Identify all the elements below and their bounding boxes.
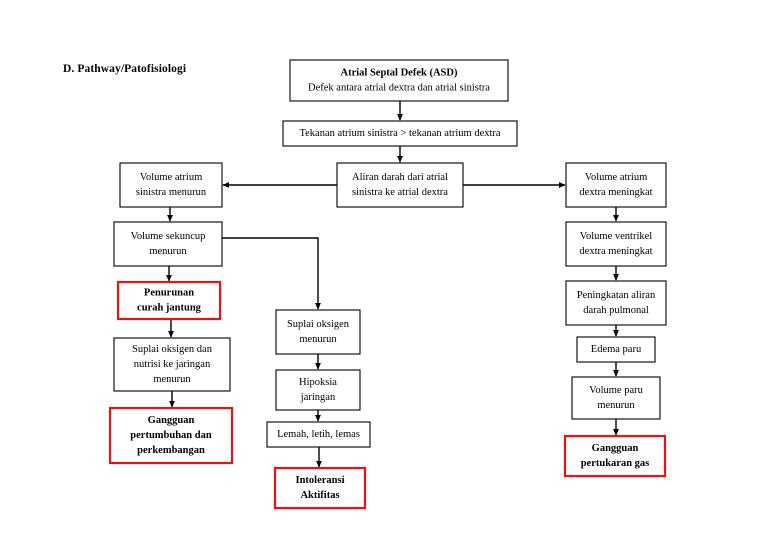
node-label-volume-paru-menurun: menurun — [597, 400, 635, 411]
node-border-suplai-oksigen-nutrisi — [113, 337, 231, 392]
node-border-intoleransi-aktifitas — [273, 466, 367, 510]
flow-node-suplai-oksigen-nutrisi: Suplai oksigen dan nutrisi ke jaringan men… — [113, 337, 231, 392]
flow-node-aliran-darah: Aliran darah dari atrial sinistra ke atri… — [336, 162, 464, 208]
edge-layer — [166, 101, 619, 468]
node-label-suplai-oksigen-nutrisi: Suplai oksigen dan — [132, 344, 213, 355]
node-label-lemah-letih-lemas: Lemah, letih, lemas — [277, 429, 360, 440]
node-label-volume-atrium-sinistra: Volume atrium — [140, 172, 203, 183]
node-label-gangguan-pertumbuhan: perkembangan — [137, 445, 205, 456]
node-label-volume-ventrikel-dextra: dextra meningkat — [579, 246, 652, 257]
node-label-tekanan: Tekanan atrium sinistra > tekanan atrium… — [299, 128, 500, 139]
flow-node-asd: Atrial Septal Defek (ASD) Defek antara at… — [289, 59, 509, 102]
node-label-intoleransi-aktifitas: Aktifitas — [300, 490, 339, 501]
node-label-gangguan-pertumbuhan: Gangguan — [148, 415, 195, 426]
flow-node-lemah-letih-lemas: Lemah, letih, lemas — [266, 421, 371, 448]
flow-node-volume-sekuncup: Volume sekuncup menurun — [113, 221, 223, 267]
node-label-gangguan-pertukaran-gas: Gangguan — [592, 443, 639, 454]
flow-node-volume-atrium-sinistra: Volume atrium sinistra menurun — [119, 162, 223, 208]
flow-edge-sekuncup-to-suplai-oksigen — [222, 237, 321, 310]
node-border-volume-ventrikel-dextra — [565, 221, 667, 267]
node-label-volume-atrium-dextra: dextra meningkat — [579, 187, 652, 198]
node-border-volume-atrium-sinistra — [119, 162, 223, 208]
node-border-aliran-darah — [336, 162, 464, 208]
node-label-volume-ventrikel-dextra: Volume ventrikel — [580, 231, 653, 242]
node-label-suplai-oksigen-nutrisi: menurun — [153, 374, 191, 385]
node-label-volume-atrium-dextra: Volume atrium — [585, 172, 648, 183]
node-label-volume-atrium-sinistra: sinistra menurun — [136, 187, 207, 198]
node-label-asd: Defek antara atrial dextra dan atrial si… — [308, 82, 490, 93]
flow-node-suplai-oksigen-menurun: Suplai oksigen menurun — [275, 309, 361, 355]
node-label-gangguan-pertumbuhan: pertumbuhan dan — [130, 430, 212, 441]
node-label-peningkatan-aliran-pulmonal: Peningkatan aliran — [577, 290, 656, 301]
node-border-volume-paru-menurun — [571, 376, 661, 420]
node-label-suplai-oksigen-menurun: menurun — [299, 334, 337, 345]
page-title: D. Pathway/Patofisiologi — [63, 63, 187, 75]
flow-node-volume-atrium-dextra: Volume atrium dextra meningkat — [565, 162, 667, 208]
node-layer: Atrial Septal Defek (ASD) Defek antara at… — [108, 59, 667, 510]
flow-node-penurunan-curah-jantung: Penurunan curah jantung — [116, 280, 222, 321]
node-border-volume-atrium-dextra — [565, 162, 667, 208]
flow-node-volume-paru-menurun: Volume paru menurun — [571, 376, 661, 420]
node-label-hipoksia-jaringan: jaringan — [300, 392, 336, 403]
node-border-peningkatan-aliran-pulmonal — [565, 280, 667, 326]
node-border-edema-paru — [576, 336, 656, 363]
node-label-peningkatan-aliran-pulmonal: darah pulmonal — [583, 305, 649, 316]
node-label-suplai-oksigen-nutrisi: nutrisi ke jaringan — [134, 359, 211, 370]
node-label-edema-paru: Edema paru — [591, 344, 642, 355]
node-label-asd: Atrial Septal Defek (ASD) — [341, 67, 458, 78]
node-label-volume-sekuncup: Volume sekuncup — [131, 231, 206, 242]
flow-node-hipoksia-jaringan: Hipoksia jaringan — [275, 369, 361, 411]
flow-node-tekanan: Tekanan atrium sinistra > tekanan atrium… — [282, 120, 518, 147]
flow-node-edema-paru: Edema paru — [576, 336, 656, 363]
flow-node-volume-ventrikel-dextra: Volume ventrikel dextra meningkat — [565, 221, 667, 267]
node-label-hipoksia-jaringan: Hipoksia — [299, 377, 337, 388]
node-label-volume-sekuncup: menurun — [149, 246, 187, 257]
flow-node-peningkatan-aliran-pulmonal: Peningkatan aliran darah pulmonal — [565, 280, 667, 326]
node-border-gangguan-pertumbuhan — [108, 406, 234, 465]
node-border-lemah-letih-lemas — [266, 421, 371, 448]
node-border-gangguan-pertukaran-gas — [563, 434, 667, 478]
node-label-suplai-oksigen-menurun: Suplai oksigen — [287, 319, 350, 330]
node-label-aliran-darah: Aliran darah dari atrial — [352, 172, 448, 183]
node-label-penurunan-curah-jantung: curah jantung — [137, 302, 202, 313]
flow-node-gangguan-pertukaran-gas: Gangguan pertukaran gas — [563, 434, 667, 478]
node-border-penurunan-curah-jantung — [116, 280, 222, 321]
node-label-aliran-darah: sinistra ke atrial dextra — [352, 187, 448, 198]
node-border-hipoksia-jaringan — [275, 369, 361, 411]
node-label-volume-paru-menurun: Volume paru — [589, 385, 644, 396]
flow-node-gangguan-pertumbuhan: Gangguan pertumbuhan dan perkembangan — [108, 406, 234, 465]
node-border-asd — [289, 59, 509, 102]
node-border-tekanan — [282, 120, 518, 147]
node-label-intoleransi-aktifitas: Intoleransi — [295, 475, 344, 486]
node-label-penurunan-curah-jantung: Penurunan — [144, 287, 194, 298]
node-border-suplai-oksigen-menurun — [275, 309, 361, 355]
node-border-volume-sekuncup — [113, 221, 223, 267]
node-label-gangguan-pertukaran-gas: pertukaran gas — [581, 458, 650, 469]
